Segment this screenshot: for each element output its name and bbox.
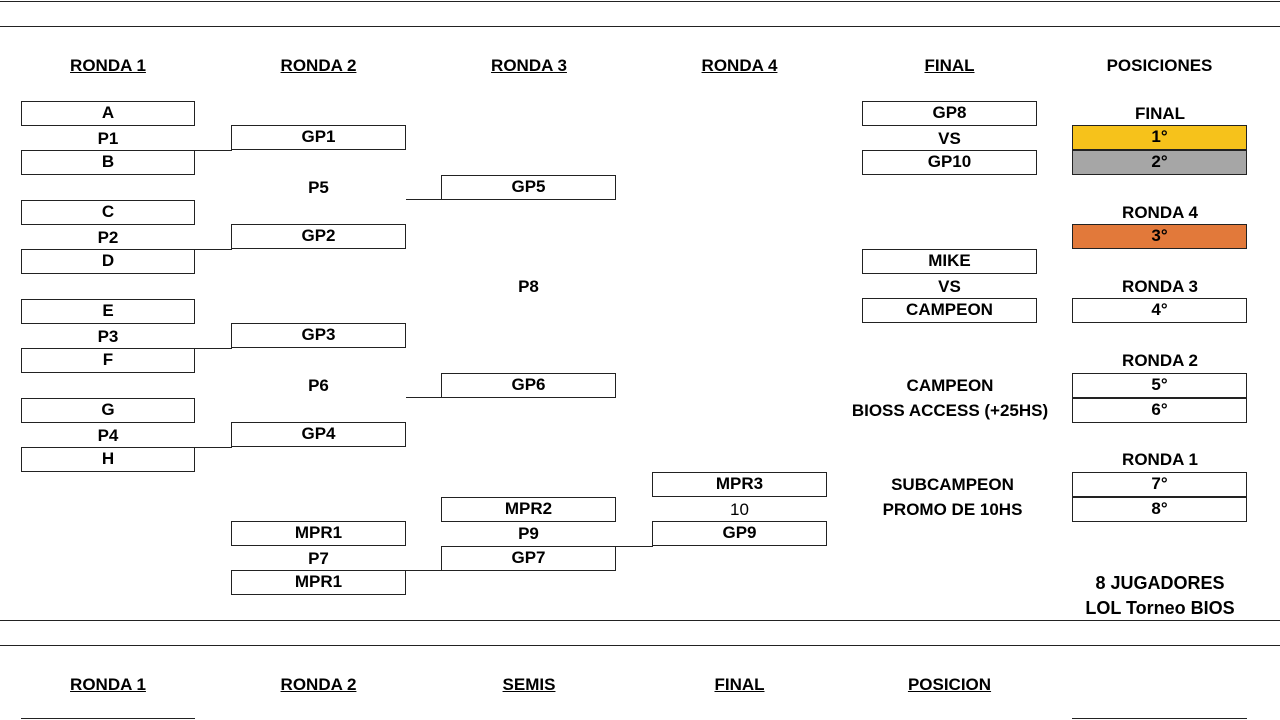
pos-ronda3-label: RONDA 3: [1122, 277, 1198, 296]
position-2nd: 2°: [1072, 150, 1247, 175]
ronda3-gp6: GP6: [441, 373, 616, 398]
section1-top-line: [0, 26, 1280, 27]
ronda4-mpr3: MPR3: [652, 472, 827, 497]
connector-line: [406, 397, 443, 398]
ronda2-gp4: GP4: [231, 422, 406, 447]
ronda1-player-a: A: [21, 101, 195, 126]
s2-header-ronda-2: RONDA 2: [280, 675, 357, 694]
prize-bioss-access: BIOSS ACCESS (+25HS): [851, 401, 1049, 420]
ronda2-gp1: GP1: [231, 125, 406, 150]
position-1st: 1°: [1072, 125, 1247, 150]
final-campeon-box: CAMPEON: [862, 298, 1037, 323]
ronda1-match-p2: P2: [97, 228, 119, 247]
footer-tournament-name: LOL Torneo BIOS: [1085, 598, 1235, 618]
position-5th: 5°: [1072, 373, 1247, 398]
s2-header-semis: SEMIS: [502, 675, 556, 694]
s2-box-edge: [21, 718, 195, 719]
ronda1-player-c: C: [21, 200, 195, 225]
connector-line: [195, 249, 232, 250]
ronda1-match-p4: P4: [97, 426, 119, 445]
position-8th: 8°: [1072, 497, 1247, 522]
ronda2-match-p7: P7: [308, 549, 329, 568]
connector-line: [616, 546, 653, 547]
pos-ronda4-label: RONDA 4: [1122, 203, 1198, 222]
s2-box-edge: [1072, 718, 1247, 719]
s2-header-ronda-1: RONDA 1: [70, 675, 146, 694]
header-ronda-4: RONDA 4: [701, 56, 778, 75]
ronda1-match-p3: P3: [97, 327, 119, 346]
ronda3-match-p9: P9: [518, 524, 539, 543]
ronda1-player-d: D: [21, 249, 195, 274]
position-6th: 6°: [1072, 398, 1247, 423]
top-border-line: [0, 1, 1280, 2]
final-vs-2: VS: [938, 277, 961, 296]
ronda3-gp5: GP5: [441, 175, 616, 200]
connector-line: [406, 199, 443, 200]
final-vs: VS: [938, 129, 961, 148]
ronda1-match-p1: P1: [97, 129, 119, 148]
prize-promo-10hs: PROMO DE 10HS: [882, 500, 1023, 519]
ronda1-player-h: H: [21, 447, 195, 472]
ronda2-match-p5: P5: [308, 178, 329, 197]
ronda3-match-p8: P8: [518, 277, 539, 296]
ronda4-gp9: GP9: [652, 521, 827, 546]
ronda4-match-10: 10: [730, 500, 749, 519]
section2-top-line: [0, 645, 1280, 646]
connector-line: [195, 150, 232, 151]
connector-line: [195, 348, 232, 349]
pos-ronda2-label: RONDA 2: [1122, 351, 1198, 370]
ronda1-player-g: G: [21, 398, 195, 423]
ronda2-mpr1-bottom: MPR1: [231, 570, 406, 595]
connector-line: [406, 570, 443, 571]
prize-subcampeon-label: SUBCAMPEON: [891, 475, 1014, 494]
ronda2-gp2: GP2: [231, 224, 406, 249]
final-gp10: GP10: [862, 150, 1037, 175]
ronda1-player-b: B: [21, 150, 195, 175]
footer-players-count: 8 JUGADORES: [1095, 573, 1225, 593]
header-final: FINAL: [924, 56, 975, 75]
header-ronda-1: RONDA 1: [70, 56, 146, 75]
header-ronda-3: RONDA 3: [491, 56, 567, 75]
ronda2-mpr1-top: MPR1: [231, 521, 406, 546]
header-ronda-2: RONDA 2: [280, 56, 357, 75]
s2-header-posicion: POSICION: [907, 675, 992, 694]
ronda2-match-p6: P6: [308, 376, 329, 395]
position-7th: 7°: [1072, 472, 1247, 497]
ronda2-gp3: GP3: [231, 323, 406, 348]
prize-campeon-label: CAMPEON: [906, 376, 994, 395]
section1-bottom-line: [0, 620, 1280, 621]
header-posiciones: POSICIONES: [1106, 56, 1213, 75]
connector-line: [195, 447, 232, 448]
position-4th: 4°: [1072, 298, 1247, 323]
ronda1-player-f: F: [21, 348, 195, 373]
pos-ronda1-label: RONDA 1: [1122, 450, 1198, 469]
ronda3-mpr2: MPR2: [441, 497, 616, 522]
pos-final-label: FINAL: [1134, 104, 1186, 123]
position-3rd: 3°: [1072, 224, 1247, 249]
ronda3-gp7: GP7: [441, 546, 616, 571]
ronda1-player-e: E: [21, 299, 195, 324]
final-mike: MIKE: [862, 249, 1037, 274]
s2-header-final: FINAL: [714, 675, 765, 694]
final-gp8: GP8: [862, 101, 1037, 126]
